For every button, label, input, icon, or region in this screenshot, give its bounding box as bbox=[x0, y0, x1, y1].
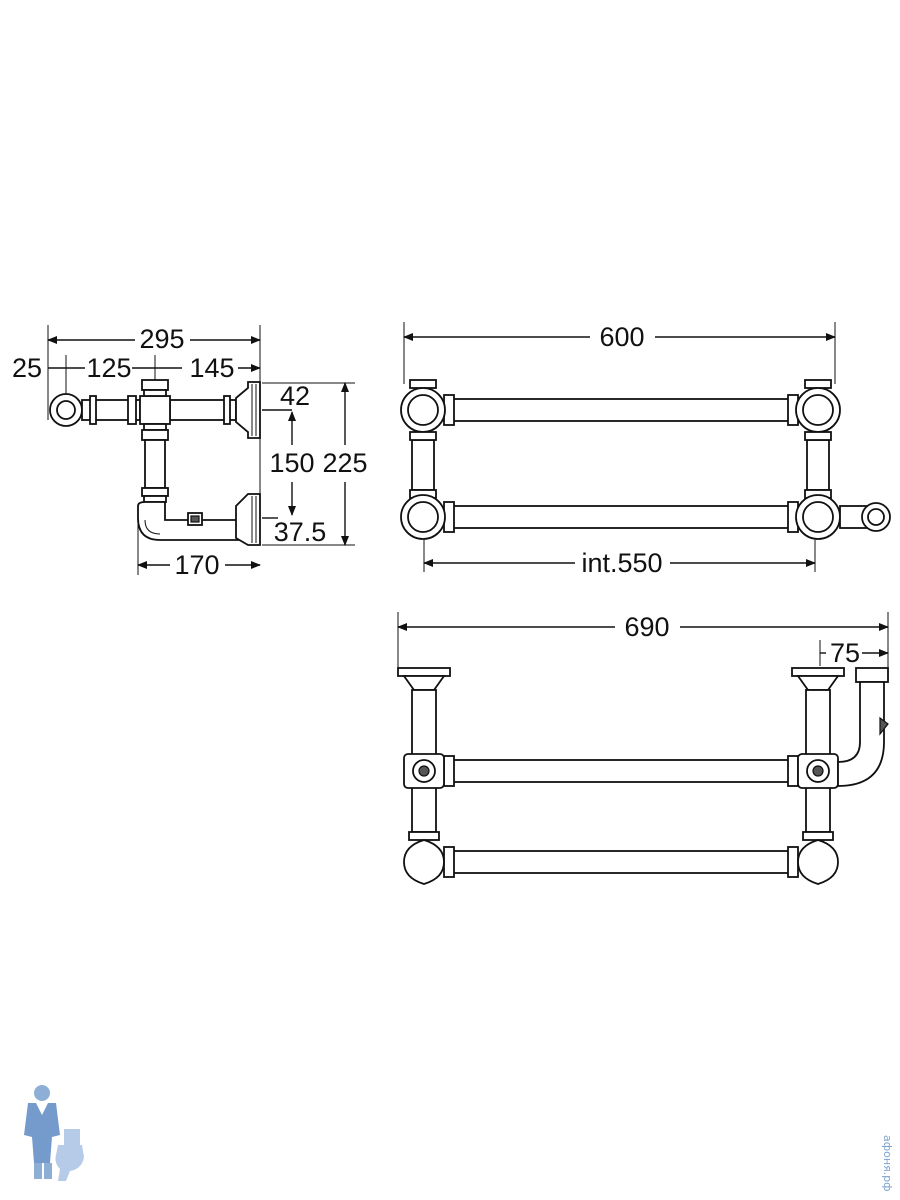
dim-600: 600 bbox=[599, 322, 644, 352]
front-view: 600 int.550 bbox=[400, 322, 891, 578]
dim-37-5: 37.5 bbox=[274, 517, 327, 547]
dim-25: 25 bbox=[12, 353, 42, 383]
watermark-text: афоня.рф bbox=[881, 1135, 894, 1192]
top-view: 690 75 bbox=[397, 612, 889, 885]
plumber-mascot-icon bbox=[24, 1085, 84, 1181]
dim-42: 42 bbox=[280, 381, 310, 411]
dim-145: 145 bbox=[189, 353, 234, 383]
dim-75: 75 bbox=[830, 638, 860, 668]
dim-int-550: int.550 bbox=[581, 548, 662, 578]
dim-125: 125 bbox=[86, 353, 131, 383]
dim-690: 690 bbox=[624, 612, 669, 642]
side-view: 295 25 125 145 42 150 225 37.5 170 bbox=[12, 324, 368, 580]
dim-170: 170 bbox=[174, 550, 219, 580]
dim-225: 225 bbox=[322, 448, 367, 478]
dim-150: 150 bbox=[269, 448, 314, 478]
dim-overall-295: 295 bbox=[139, 324, 184, 354]
